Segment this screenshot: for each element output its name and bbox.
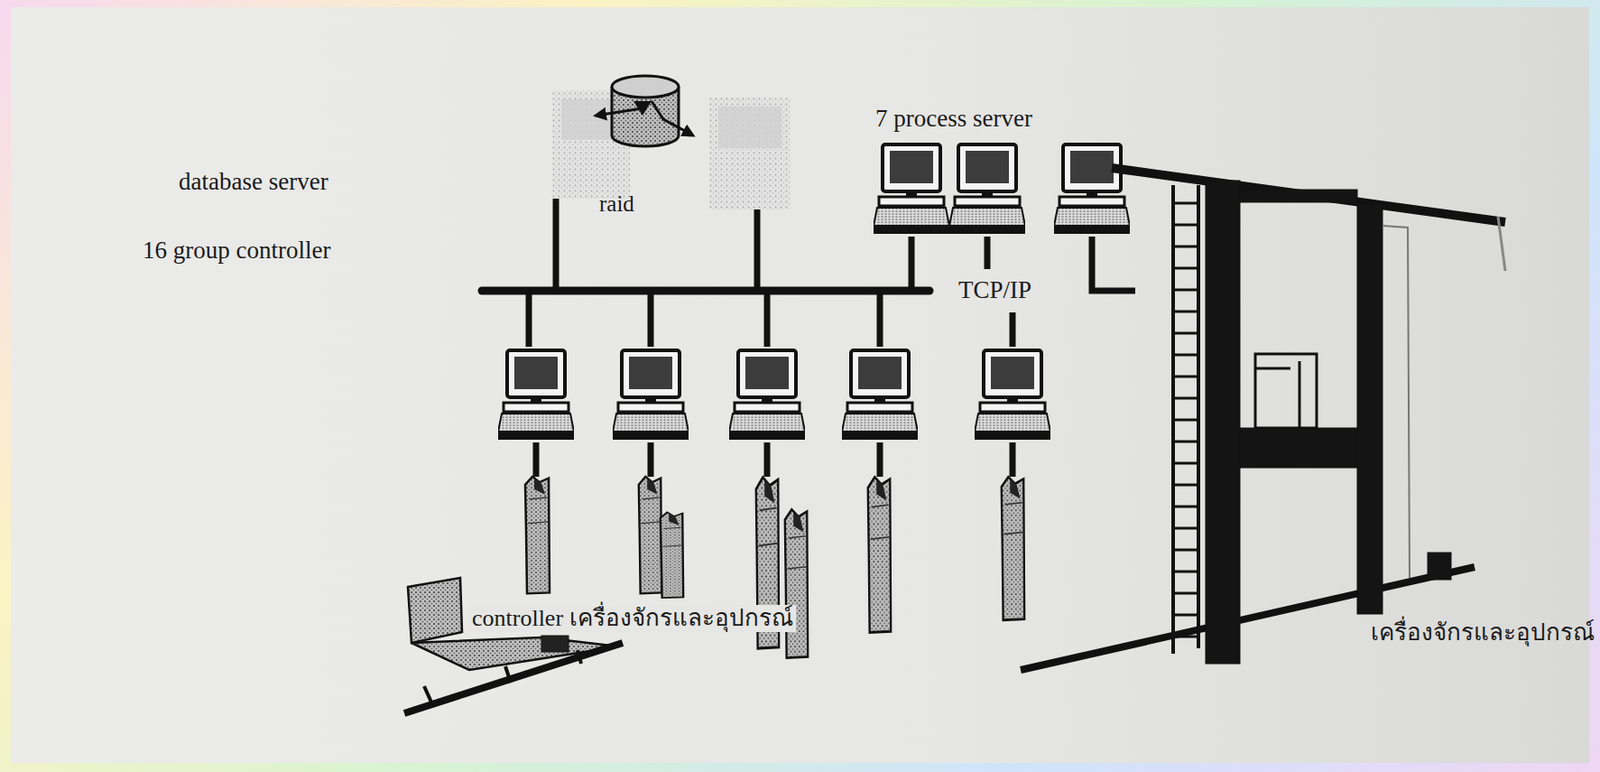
process-server [873, 144, 1130, 234]
ladder-rung [1173, 332, 1199, 335]
ladder-rung [1173, 505, 1199, 509]
ladder-rung [1173, 527, 1199, 530]
network-wire [528, 198, 1136, 477]
raid-cylinder [595, 75, 694, 147]
raid-label: raid [599, 191, 635, 218]
ladder-rung [1173, 223, 1199, 227]
server-label: 7 process server [875, 104, 1033, 133]
network-label: TCP/IP [958, 276, 1032, 305]
ladder-rung [1173, 288, 1199, 292]
controller-label: 16 group controller [142, 236, 331, 265]
ladder-rung [1173, 310, 1199, 314]
ladder-rung [1173, 548, 1199, 552]
ladder-rung [1173, 375, 1199, 379]
ladder-rung [1173, 635, 1199, 639]
machine-label: เครื่องจักรและอุปกรณ์ [1370, 619, 1595, 647]
machine-label: controller เครื่องจักรและอุปกรณ์ [469, 604, 796, 632]
ladder-rung [1173, 440, 1199, 444]
ladder-rung [1173, 203, 1199, 637]
ladder-rung [1173, 570, 1199, 574]
stacker-crane [1020, 167, 1506, 670]
ladder-rung [1173, 202, 1199, 205]
ladder-rung [1173, 245, 1199, 249]
ladder-rung [1173, 462, 1199, 465]
group-controller [498, 350, 1051, 440]
tcp-ip-bus [481, 286, 930, 296]
ladder-rung [1173, 267, 1199, 270]
ladder-rung [1173, 353, 1199, 357]
ladder-rung [1173, 483, 1199, 487]
ladder-rung [1173, 591, 1199, 595]
ladder-rung [1173, 418, 1199, 422]
ladder-rung [1173, 613, 1199, 617]
server-label: database server [178, 167, 329, 196]
ladder-rung [1173, 397, 1199, 400]
conveyor [404, 577, 623, 713]
